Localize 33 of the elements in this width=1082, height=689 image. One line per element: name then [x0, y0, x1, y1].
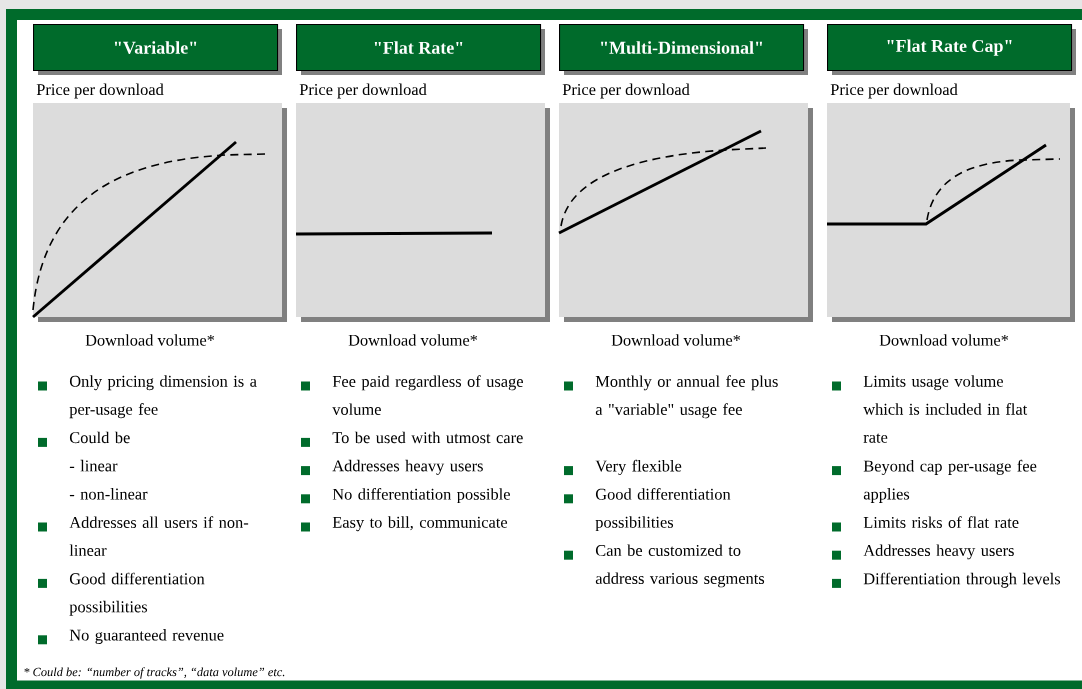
header-box: "Variable": [33, 24, 282, 75]
axis-label: Download volume*: [611, 334, 741, 346]
header-box: "Multi-Dimensional": [559, 24, 808, 75]
bullet-text: No guaranteed revenue: [69, 629, 224, 644]
bullet-text: - non-linear: [69, 488, 148, 500]
axis-label: Price per download: [299, 83, 427, 99]
header-box: "Flat Rate": [296, 24, 545, 75]
bullet-text: Addresses all users if non-linear: [69, 516, 249, 556]
bullet-text: Very flexible: [595, 459, 682, 475]
footnote: * Could be: “number of tracks”, “data volume” etc.: [24, 667, 285, 679]
bullet-text: - linear: [69, 459, 118, 472]
axis-label: Price per download: [562, 83, 690, 99]
bullet-text: Monthly or annual fee plus a "variable" usage fee: [595, 375, 778, 419]
bullet-text: Only pricing dimension is a per-usage fee: [69, 375, 257, 419]
bullet-text: Good differentiation possibilities: [595, 488, 731, 532]
bullet-text: Easy to bill, communicate: [332, 516, 508, 532]
bullet-text: Beyond cap per-usage fee applies: [863, 459, 1037, 503]
bullet-text: Differentiation through levels: [863, 572, 1061, 588]
bullet-text: No differentiation possible: [332, 488, 510, 504]
bullet-text: Fee paid regardless of usage volume: [332, 375, 523, 415]
header-box: "Flat Rate Cap": [827, 24, 1076, 75]
axis-label: Download volume*: [879, 334, 1009, 346]
bullet-text: Limits usage volume which is included in flat rate: [863, 375, 1028, 443]
bullet-text: Good differentiation possibilities: [69, 572, 205, 616]
bullet-text: Addresses heavy users: [332, 459, 483, 475]
bullet-text: Limits risks of flat rate: [863, 516, 1019, 528]
axis-label: Download volume*: [85, 334, 215, 346]
bullet-text: Can be customized to address various segments: [595, 544, 765, 588]
axis-label: Price per download: [830, 83, 958, 99]
bullet-text: Addresses heavy users: [863, 544, 1014, 560]
bullet-text: Could be: [69, 431, 130, 444]
bullet-text: To be used with utmost care: [332, 431, 523, 444]
axis-label: Download volume*: [348, 334, 478, 346]
